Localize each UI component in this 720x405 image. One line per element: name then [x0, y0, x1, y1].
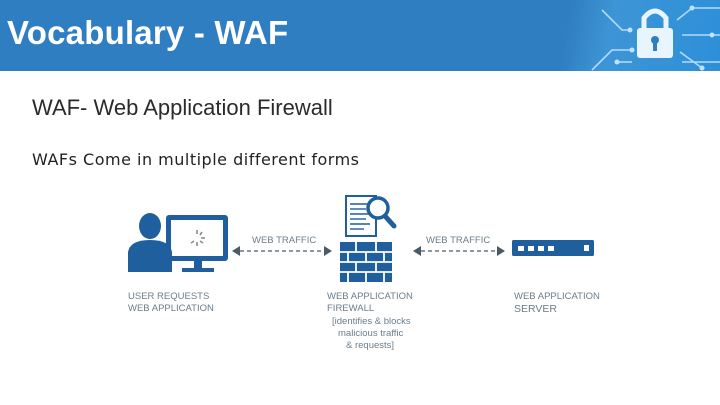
slide-heading: WAF- Web Application Firewall	[32, 95, 333, 120]
server-label-line1: WEB APPLICATION	[514, 291, 600, 302]
waf-label-line1: WEB APPLICATION	[327, 291, 413, 302]
waf-label-line2: FIREWALL	[327, 303, 375, 314]
waf-note-line3: & requests]	[346, 340, 395, 351]
firewall-icon	[340, 195, 397, 282]
traffic-label-right: WEB TRAFFIC	[426, 235, 491, 246]
traffic-arrow-left	[232, 246, 332, 256]
user-label-line1: USER REQUESTS	[128, 291, 210, 302]
slide-title: Vocabulary - WAF	[7, 14, 289, 51]
traffic-label-left: WEB TRAFFIC	[252, 235, 317, 246]
server-icon	[512, 240, 594, 256]
waf-note-line2: malicious traffic	[338, 328, 404, 339]
waf-diagram: WEB TRAFFIC	[120, 190, 610, 360]
waf-note-line1: [identifies & blocks	[332, 316, 411, 327]
circuit-lock-icon	[591, 5, 720, 71]
title-bar: Vocabulary - WAF	[0, 0, 720, 71]
server-label-line2: SERVER	[514, 303, 557, 315]
traffic-arrow-right	[413, 246, 505, 256]
user-computer-icon	[128, 213, 228, 272]
user-label-line2: WEB APPLICATION	[128, 303, 214, 314]
title-bar-background	[0, 0, 720, 71]
slide-bullet: WAFs Come in multiple different forms	[32, 150, 360, 169]
